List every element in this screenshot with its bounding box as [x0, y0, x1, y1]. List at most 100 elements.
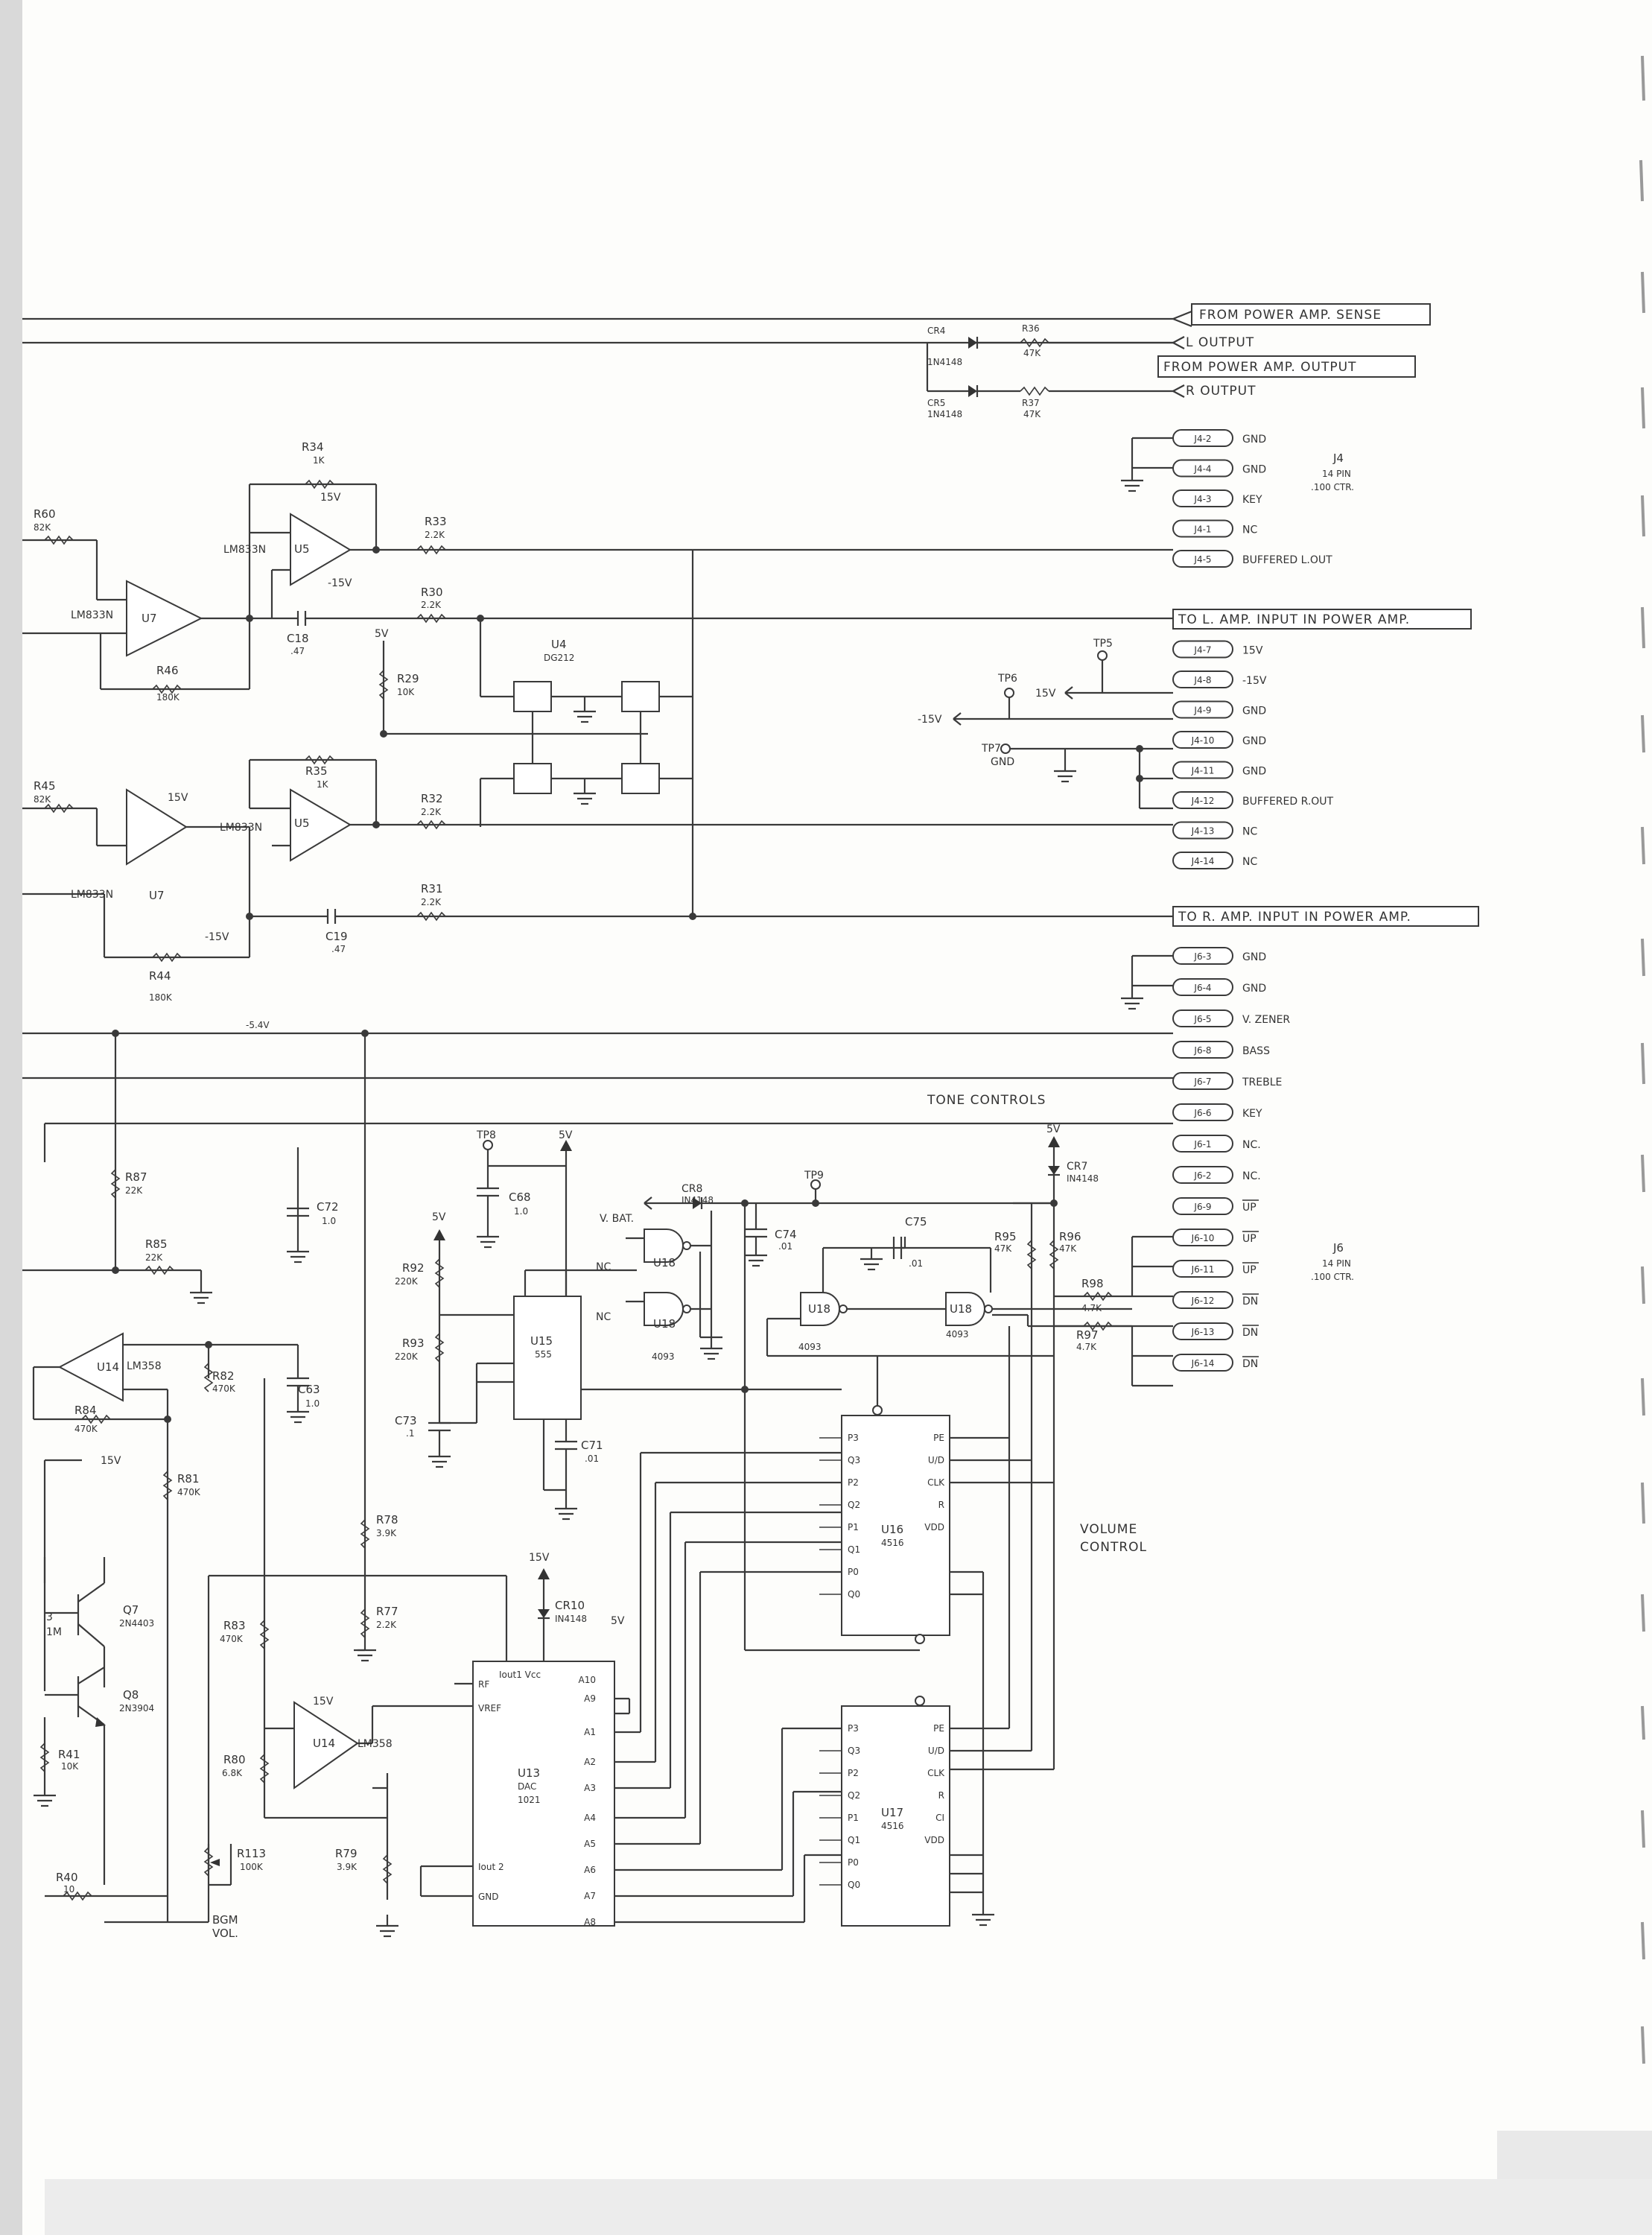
- j4-pin-marker: [1172, 731, 1233, 749]
- u17-pins-pin-label: CLK: [927, 1768, 945, 1778]
- r44-value: 180K: [149, 992, 173, 1003]
- u15-555-timer: [428, 1229, 842, 1521]
- u18b-nc-label: NC: [596, 1311, 611, 1323]
- u16-pins-pin-label: U/D: [928, 1455, 944, 1465]
- r84-value: 470K: [74, 1424, 98, 1434]
- u16-pins-pin-label: CLK: [927, 1477, 945, 1488]
- u5b-label: U5: [294, 817, 310, 830]
- j6-pin-signal: GND: [1242, 983, 1266, 995]
- u16-part: 4516: [881, 1538, 904, 1548]
- cr4-label: CR4: [927, 326, 945, 336]
- tone-bias-network: [22, 1030, 376, 1662]
- u13-pin-label: A1: [584, 1727, 596, 1737]
- u17-pins-pin-label: Q0: [848, 1880, 860, 1890]
- j6-pin-marker: [1172, 1072, 1233, 1090]
- r41-label: R41: [58, 1748, 80, 1761]
- u13-iout1-pin: Iout1 Vcc: [499, 1670, 541, 1680]
- r87-label: R87: [125, 1170, 147, 1184]
- r45-value: 82K: [34, 794, 51, 805]
- u14b-label: U14: [313, 1737, 335, 1750]
- j6-pin-signal: UP: [1242, 1233, 1257, 1245]
- r97-value: 4.7K: [1076, 1342, 1097, 1352]
- u7b-15v-label: 15V: [168, 792, 188, 804]
- tone-controls-label: TONE CONTROLS: [927, 1093, 1046, 1108]
- r40-value: 10: [63, 1884, 74, 1895]
- from-power-amp-sense-label: FROM POWER AMP. SENSE: [1199, 308, 1382, 323]
- u7b-label: U7: [149, 889, 165, 902]
- q7-label: Q7: [123, 1603, 139, 1617]
- j6-pin-marker: [1172, 1135, 1233, 1153]
- u16-pins-pin-label: Q2: [848, 1500, 860, 1510]
- c73-label: C73: [395, 1414, 417, 1427]
- j4-pin-marker: [1172, 519, 1233, 538]
- u13-pin-label: A6: [584, 1865, 596, 1875]
- binder-hole-marks: [1639, 55, 1645, 2064]
- u13-dac: [419, 1568, 615, 1927]
- u17-pins-pin-label: Q2: [848, 1790, 860, 1801]
- r60-value: 82K: [34, 522, 51, 533]
- j4-pin-id: J4-4: [1193, 464, 1211, 475]
- j4-pin-marker: [1172, 821, 1233, 840]
- c75-label: C75: [905, 1215, 927, 1229]
- j6-pin-marker: [1172, 1291, 1233, 1309]
- c18-value: .47: [290, 646, 305, 656]
- tp5-15v-label: 15V: [1035, 688, 1056, 700]
- j6-pin-marker: [1172, 1041, 1233, 1059]
- u17-pins-pin-label: Q3: [848, 1746, 860, 1756]
- u15-label: U15: [530, 1334, 553, 1348]
- u18a-nc-label: NC: [596, 1261, 611, 1273]
- r35-value: 1K: [317, 779, 329, 790]
- cr10-part: IN4148: [555, 1614, 587, 1624]
- j6-pin-signal: KEY: [1242, 1108, 1262, 1120]
- j4-pin-signal: BUFFERED L.OUT: [1242, 554, 1332, 566]
- j4-pin-id: J4-2: [1193, 434, 1211, 444]
- u7-label: U7: [142, 612, 157, 625]
- u5-neg15v-label: -15V: [328, 577, 352, 589]
- u14-lower-bgm: [104, 1378, 508, 1938]
- u5b-lm833n-label: LM833N: [220, 822, 262, 834]
- j4-pin-marker: [1172, 550, 1233, 568]
- r60-label: R60: [34, 507, 56, 521]
- j6-pin-marker: [1172, 1103, 1233, 1121]
- u17-part: 4516: [881, 1821, 904, 1831]
- u13-pin-label: A9: [584, 1693, 596, 1704]
- tp5-label: TP5: [1093, 638, 1113, 650]
- j6-pin-marker: [1172, 1197, 1233, 1215]
- tp8-5v-label: 5V: [559, 1129, 573, 1141]
- q7-part: 2N4403: [119, 1618, 154, 1629]
- u16-pins-pin-label: Q1: [848, 1544, 860, 1555]
- c68-label: C68: [509, 1191, 531, 1204]
- r98-label: R98: [1081, 1277, 1104, 1290]
- power-amp-output-box: [1157, 355, 1416, 378]
- j4-pin-id: J4-11: [1191, 766, 1215, 776]
- j4-pin-id: J4-10: [1191, 735, 1215, 746]
- c74-label: C74: [775, 1228, 797, 1241]
- tp6-label: TP6: [997, 673, 1017, 685]
- r84-label: R84: [74, 1404, 97, 1417]
- j6-pin-signal: DN: [1242, 1296, 1258, 1307]
- j4-pin-marker: [1172, 429, 1233, 447]
- r81-label: R81: [177, 1472, 200, 1486]
- j6-pin-signal: NC.: [1242, 1170, 1261, 1182]
- j6-pin-signal: UP: [1242, 1264, 1257, 1276]
- cr8-part: IN4148: [682, 1195, 714, 1205]
- r96-value: 47K: [1059, 1243, 1077, 1254]
- u14-label: U14: [97, 1360, 119, 1374]
- u16-pins-pin-label: VDD: [924, 1522, 944, 1532]
- c73-value: .1: [406, 1428, 414, 1439]
- u17-label: U17: [881, 1806, 903, 1819]
- r46-label: R46: [156, 664, 179, 677]
- u16-pins-pin-label: P0: [848, 1567, 859, 1577]
- from-power-amp-output-label: FROM POWER AMP. OUTPUT: [1163, 360, 1356, 375]
- j6-pin-signal: GND: [1242, 951, 1266, 963]
- r29-5v-label: 5V: [375, 628, 389, 640]
- j6-pin-id: J6-4: [1193, 983, 1211, 993]
- u18b-part: 4093: [652, 1351, 675, 1362]
- u5-lm833n-label: LM833N: [223, 544, 266, 556]
- u13-pin-label: A8: [584, 1917, 596, 1927]
- u13-label: U13: [518, 1766, 540, 1780]
- dac-counter-bus: [614, 1326, 1055, 1927]
- c18-label: C18: [287, 632, 309, 645]
